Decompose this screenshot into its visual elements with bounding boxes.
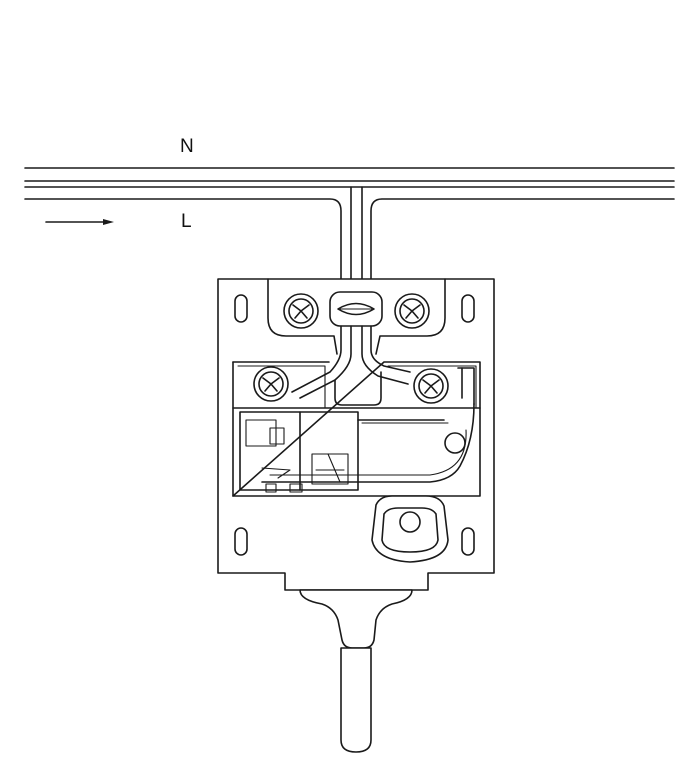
terminal-screw-upper-right (394, 293, 430, 329)
internal-mechanism (239, 411, 445, 493)
spring-contact (261, 367, 475, 483)
terminal-screw-lower-left (253, 366, 289, 402)
cable-clamp (291, 291, 411, 406)
arrow-right-icon (45, 219, 114, 225)
mounting-lug (371, 495, 449, 563)
main-cable (24, 167, 675, 301)
terminal-screw-lower-right (413, 368, 449, 404)
cross-screw-icon (253, 293, 449, 404)
terminal-screw-upper-left (283, 293, 319, 329)
mounting-holes (234, 294, 475, 556)
switch-lever (299, 589, 413, 753)
live-label: L (181, 211, 192, 232)
neutral-label: N (180, 136, 194, 157)
